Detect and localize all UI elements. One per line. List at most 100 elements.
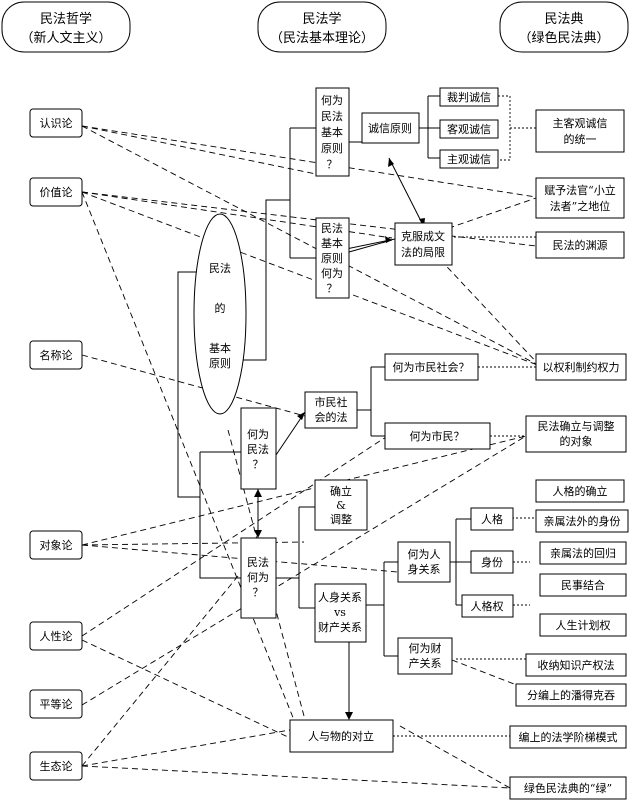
left-node-object-theory-label: 对象论 <box>40 538 73 552</box>
node-principles-how: 民法 基本 原则 何为 ？ <box>315 217 350 299</box>
node-good-faith-label: 诚信原则 <box>368 122 412 135</box>
node-what-citizen-label: 何为市民？ <box>410 429 465 443</box>
right-node-kinship-return: 亲属法的回归 <box>539 541 627 565</box>
right-node-family-planning-label: 人生计划权 <box>556 618 611 632</box>
node-person-thing: 人与物的对立 <box>289 719 394 753</box>
right-node-origin-label: 民法的渊源 <box>553 238 608 252</box>
node-what-personal: 何为人 身关系 <box>397 541 451 583</box>
node-overcome-limits-line-1: 克服成文 <box>401 229 445 243</box>
left-node-human-nature: 人性论 <box>29 621 83 651</box>
right-node-object-adjust-line-1: 民法确立与调整 <box>538 419 615 433</box>
right-node-judge-status: 赋予法官“小立 法者”之地位 <box>535 177 625 219</box>
node-why-principles-line-1: 何为 <box>321 94 343 107</box>
node-principles-how-line-3: 原则 <box>321 252 343 265</box>
right-node-judge-status-line-2: 法者”之地位 <box>550 199 611 213</box>
node-overcome-limits: 克服成文 法的局限 <box>394 222 453 266</box>
connectors <box>81 95 541 789</box>
node-basic-principles-line-2: 的 <box>215 301 226 315</box>
header-theory-subtitle: （民法基本理论） <box>270 31 374 46</box>
left-node-axiology-label: 价值论 <box>40 185 73 199</box>
left-node-equality-label: 平等论 <box>40 697 73 711</box>
right-node-personality-establish: 人格的确立 <box>535 479 625 503</box>
right-node-ip-law: 收纳知识产权法 <box>525 653 627 677</box>
node-principles-how-line-4: 何为 <box>321 267 343 280</box>
left-node-human-nature-label: 人性论 <box>40 629 73 643</box>
node-what-civil-society: 何为市民社会？ <box>384 353 479 381</box>
right-node-ladder-label: 编上的法学阶梯模式 <box>519 730 618 744</box>
node-personality-right-label: 人格权 <box>471 599 504 613</box>
node-basic-principles-line-4: 原则 <box>209 357 231 370</box>
node-what-property-line-1: 何为财 <box>409 641 442 655</box>
header-theory-title: 民法学 <box>302 11 341 27</box>
right-node-personality-establish-label: 人格的确立 <box>553 484 608 498</box>
node-adjudicative-faith-label: 裁判诚信 <box>447 91 491 104</box>
header-code-subtitle: （绿色民法典） <box>518 30 609 46</box>
right-node-judge-status-line-1: 赋予法官“小立 <box>544 183 616 197</box>
left-node-equality: 平等论 <box>29 689 83 719</box>
node-personality-label: 人格 <box>481 512 503 526</box>
left-node-object-theory: 对象论 <box>29 530 83 560</box>
node-what-personal-line-2: 身关系 <box>408 562 441 576</box>
arrowheads <box>254 158 425 720</box>
left-node-ecology-label: 生态论 <box>40 759 73 773</box>
node-basic-principles-line-1: 民法 <box>209 261 231 275</box>
left-node-ecology: 生态论 <box>29 751 83 781</box>
node-principles-how-line-5: ？ <box>327 282 338 295</box>
right-node-object-adjust-line-2: 的对象 <box>560 434 593 448</box>
node-what-civil-law-line-2: 民法 <box>247 442 269 456</box>
node-what-citizen: 何为市民？ <box>384 422 491 450</box>
node-what-personal-line-1: 何为人 <box>408 548 441 561</box>
right-node-unity-line-2: 的统一 <box>564 132 597 146</box>
node-personal-property-line-2: vs <box>333 606 346 619</box>
node-what-property: 何为财 产关系 <box>397 637 453 675</box>
node-why-principles-line-5: ？ <box>327 158 338 171</box>
node-civil-law-what-line-2: 何为 <box>247 571 269 584</box>
node-basic-principles-line-3: 基本 <box>209 341 231 355</box>
right-node-ladder: 编上的法学阶梯模式 <box>509 725 627 749</box>
node-overcome-limits-line-2: 法的局限 <box>401 245 445 259</box>
node-civil-society-law-line-1: 市民社 <box>315 395 348 409</box>
node-what-civil-law-line-3: ？ <box>253 458 264 471</box>
node-what-civil-society-label: 何为市民社会？ <box>393 360 470 374</box>
node-civil-society-law: 市民社 会的法 <box>304 391 358 429</box>
node-why-principles-line-2: 民法 <box>321 109 343 123</box>
node-personal-property-line-3: 财产关系 <box>318 620 362 634</box>
node-status-label: 身份 <box>481 555 503 569</box>
node-establish-adjust-line-3: 调整 <box>330 512 352 526</box>
node-establish-adjust: 确立 & 调整 <box>314 479 368 531</box>
left-node-axiology: 价值论 <box>29 177 83 207</box>
right-node-kinship-return-label: 亲属法的回归 <box>550 546 616 560</box>
right-node-green: 绿色民法典的“绿” <box>509 776 627 800</box>
node-why-principles-line-4: 原则 <box>321 142 343 155</box>
node-objective-faith: 客观诚信 <box>439 119 499 139</box>
header-theory: 民法学 （民法基本理论） <box>257 1 387 53</box>
left-node-nominalism: 名称论 <box>29 340 83 370</box>
node-objective-faith-label: 客观诚信 <box>447 122 491 136</box>
left-node-epistemology: 认识论 <box>29 108 83 138</box>
right-node-rights-check: 以权利制约权力 <box>535 353 627 381</box>
right-node-green-label: 绿色民法典的“绿” <box>524 781 612 795</box>
node-establish-adjust-line-2: & <box>336 499 346 512</box>
node-personal-property-line-1: 人身关系 <box>318 590 362 604</box>
header-philosophy-title: 民法哲学 <box>40 11 92 27</box>
right-node-status-outside-kinship: 亲属法外的身份 <box>535 509 629 533</box>
right-node-unity-line-1: 主客观诚信 <box>553 116 608 130</box>
node-subjective-faith: 主观诚信 <box>439 149 499 169</box>
node-personality: 人格 <box>470 507 514 531</box>
right-node-civil-commercial: 民事结合 <box>539 573 627 597</box>
node-adjudicative-faith: 裁判诚信 <box>439 87 499 107</box>
right-node-rights-check-label: 以权利制约权力 <box>543 361 620 374</box>
node-principles-how-line-2: 基本 <box>321 236 343 250</box>
node-person-thing-label: 人与物的对立 <box>308 729 374 743</box>
node-establish-adjust-line-1: 确立 <box>330 484 352 498</box>
header-code-title: 民法典 <box>544 12 583 27</box>
left-node-epistemology-label: 认识论 <box>40 116 73 130</box>
node-civil-law-what-line-3: ？ <box>253 586 264 599</box>
node-what-civil-law: 何为 民法 ？ <box>240 407 277 490</box>
node-civil-law-what-line-1: 民法 <box>247 555 269 569</box>
node-status: 身份 <box>470 550 514 574</box>
node-civil-law-what: 民法 何为 ？ <box>240 537 277 619</box>
header-code: 民法典 （绿色民法典） <box>499 1 629 53</box>
right-node-family-planning: 人生计划权 <box>539 613 627 637</box>
